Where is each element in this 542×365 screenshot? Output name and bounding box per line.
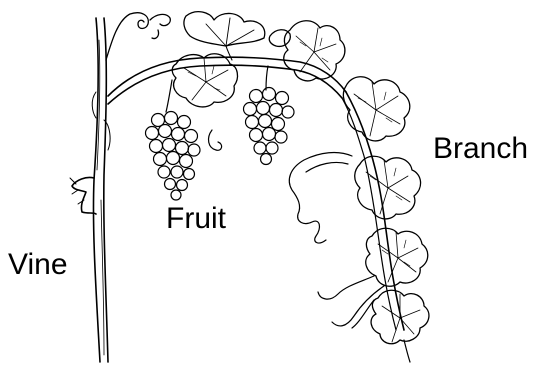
fruit-label: Fruit	[166, 204, 226, 234]
leaf-left	[172, 54, 237, 107]
branch-label: Branch	[433, 134, 528, 164]
tendril-top	[106, 13, 170, 60]
tendril-lower	[318, 276, 384, 328]
leaf-right-1	[343, 77, 409, 141]
leaf-right-2	[355, 156, 421, 219]
leaf-top-center	[184, 12, 265, 60]
leaf-right-3	[366, 228, 428, 286]
tendril-middle	[209, 130, 352, 243]
vine-trunk	[70, 18, 110, 362]
leaf-upper-right	[269, 21, 345, 81]
grape-cluster-right	[244, 66, 295, 165]
grape-cluster-left	[146, 80, 201, 200]
vine-label: Vine	[8, 250, 68, 280]
leaf-bottom	[371, 290, 429, 362]
